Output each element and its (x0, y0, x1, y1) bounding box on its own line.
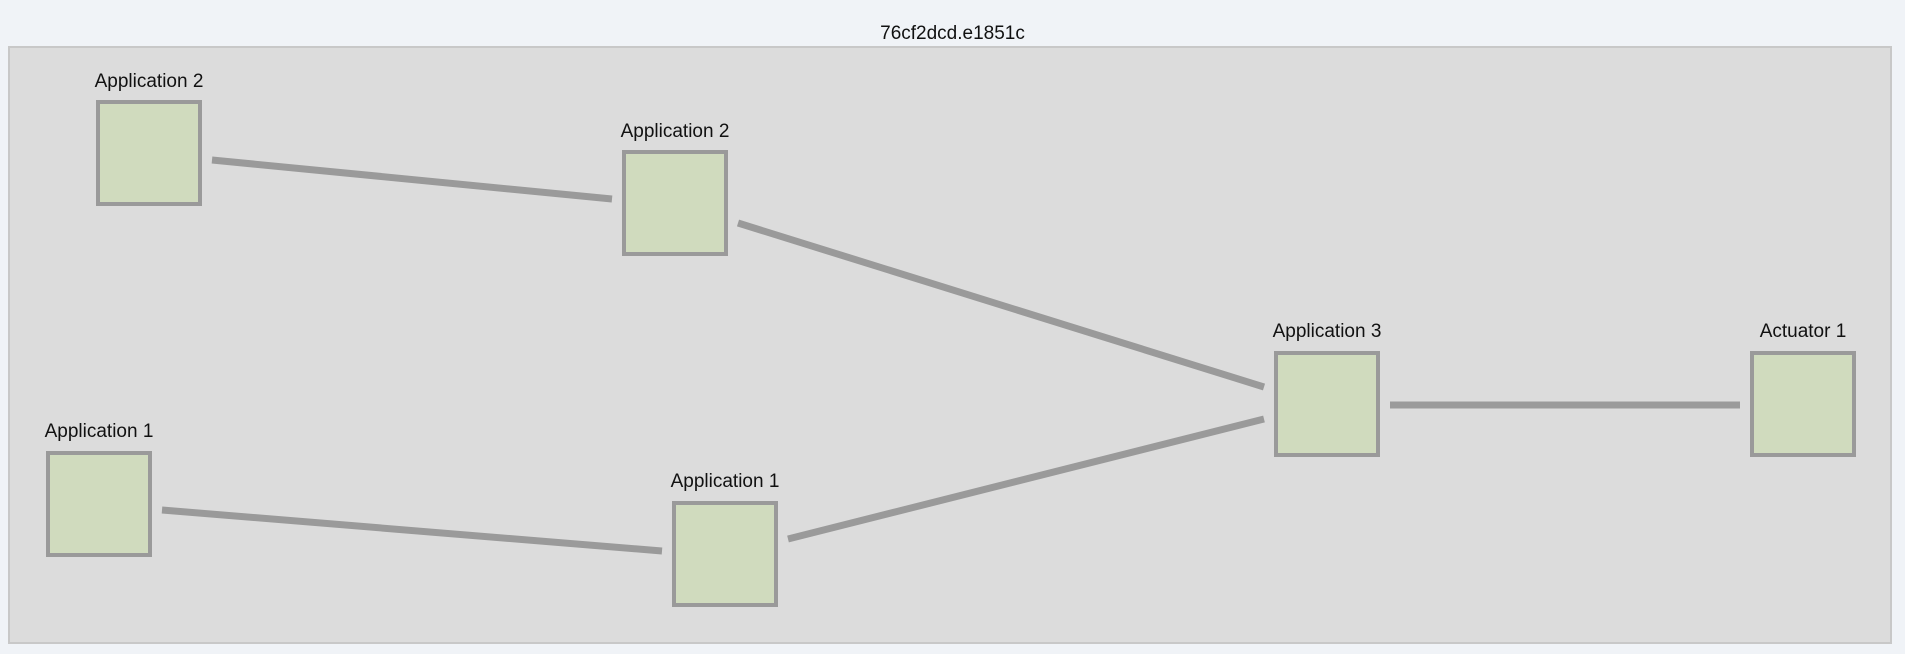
node-label: Actuator 1 (1759, 321, 1847, 342)
node-label: Application 3 (1272, 321, 1382, 342)
group-title: 76cf2dcd.e1851c (880, 23, 1025, 44)
node-label: Application 2 (94, 71, 204, 92)
node-label: Application 1 (670, 471, 780, 492)
group-frame[interactable] (8, 46, 1892, 644)
node-actuator-1[interactable] (1750, 351, 1856, 457)
node-application-2[interactable] (622, 150, 728, 256)
node-label: Application 2 (620, 121, 730, 142)
node-application-2[interactable] (96, 100, 202, 206)
node-application-1[interactable] (672, 501, 778, 607)
node-application-3[interactable] (1274, 351, 1380, 457)
node-label: Application 1 (44, 421, 154, 442)
node-application-1[interactable] (46, 451, 152, 557)
